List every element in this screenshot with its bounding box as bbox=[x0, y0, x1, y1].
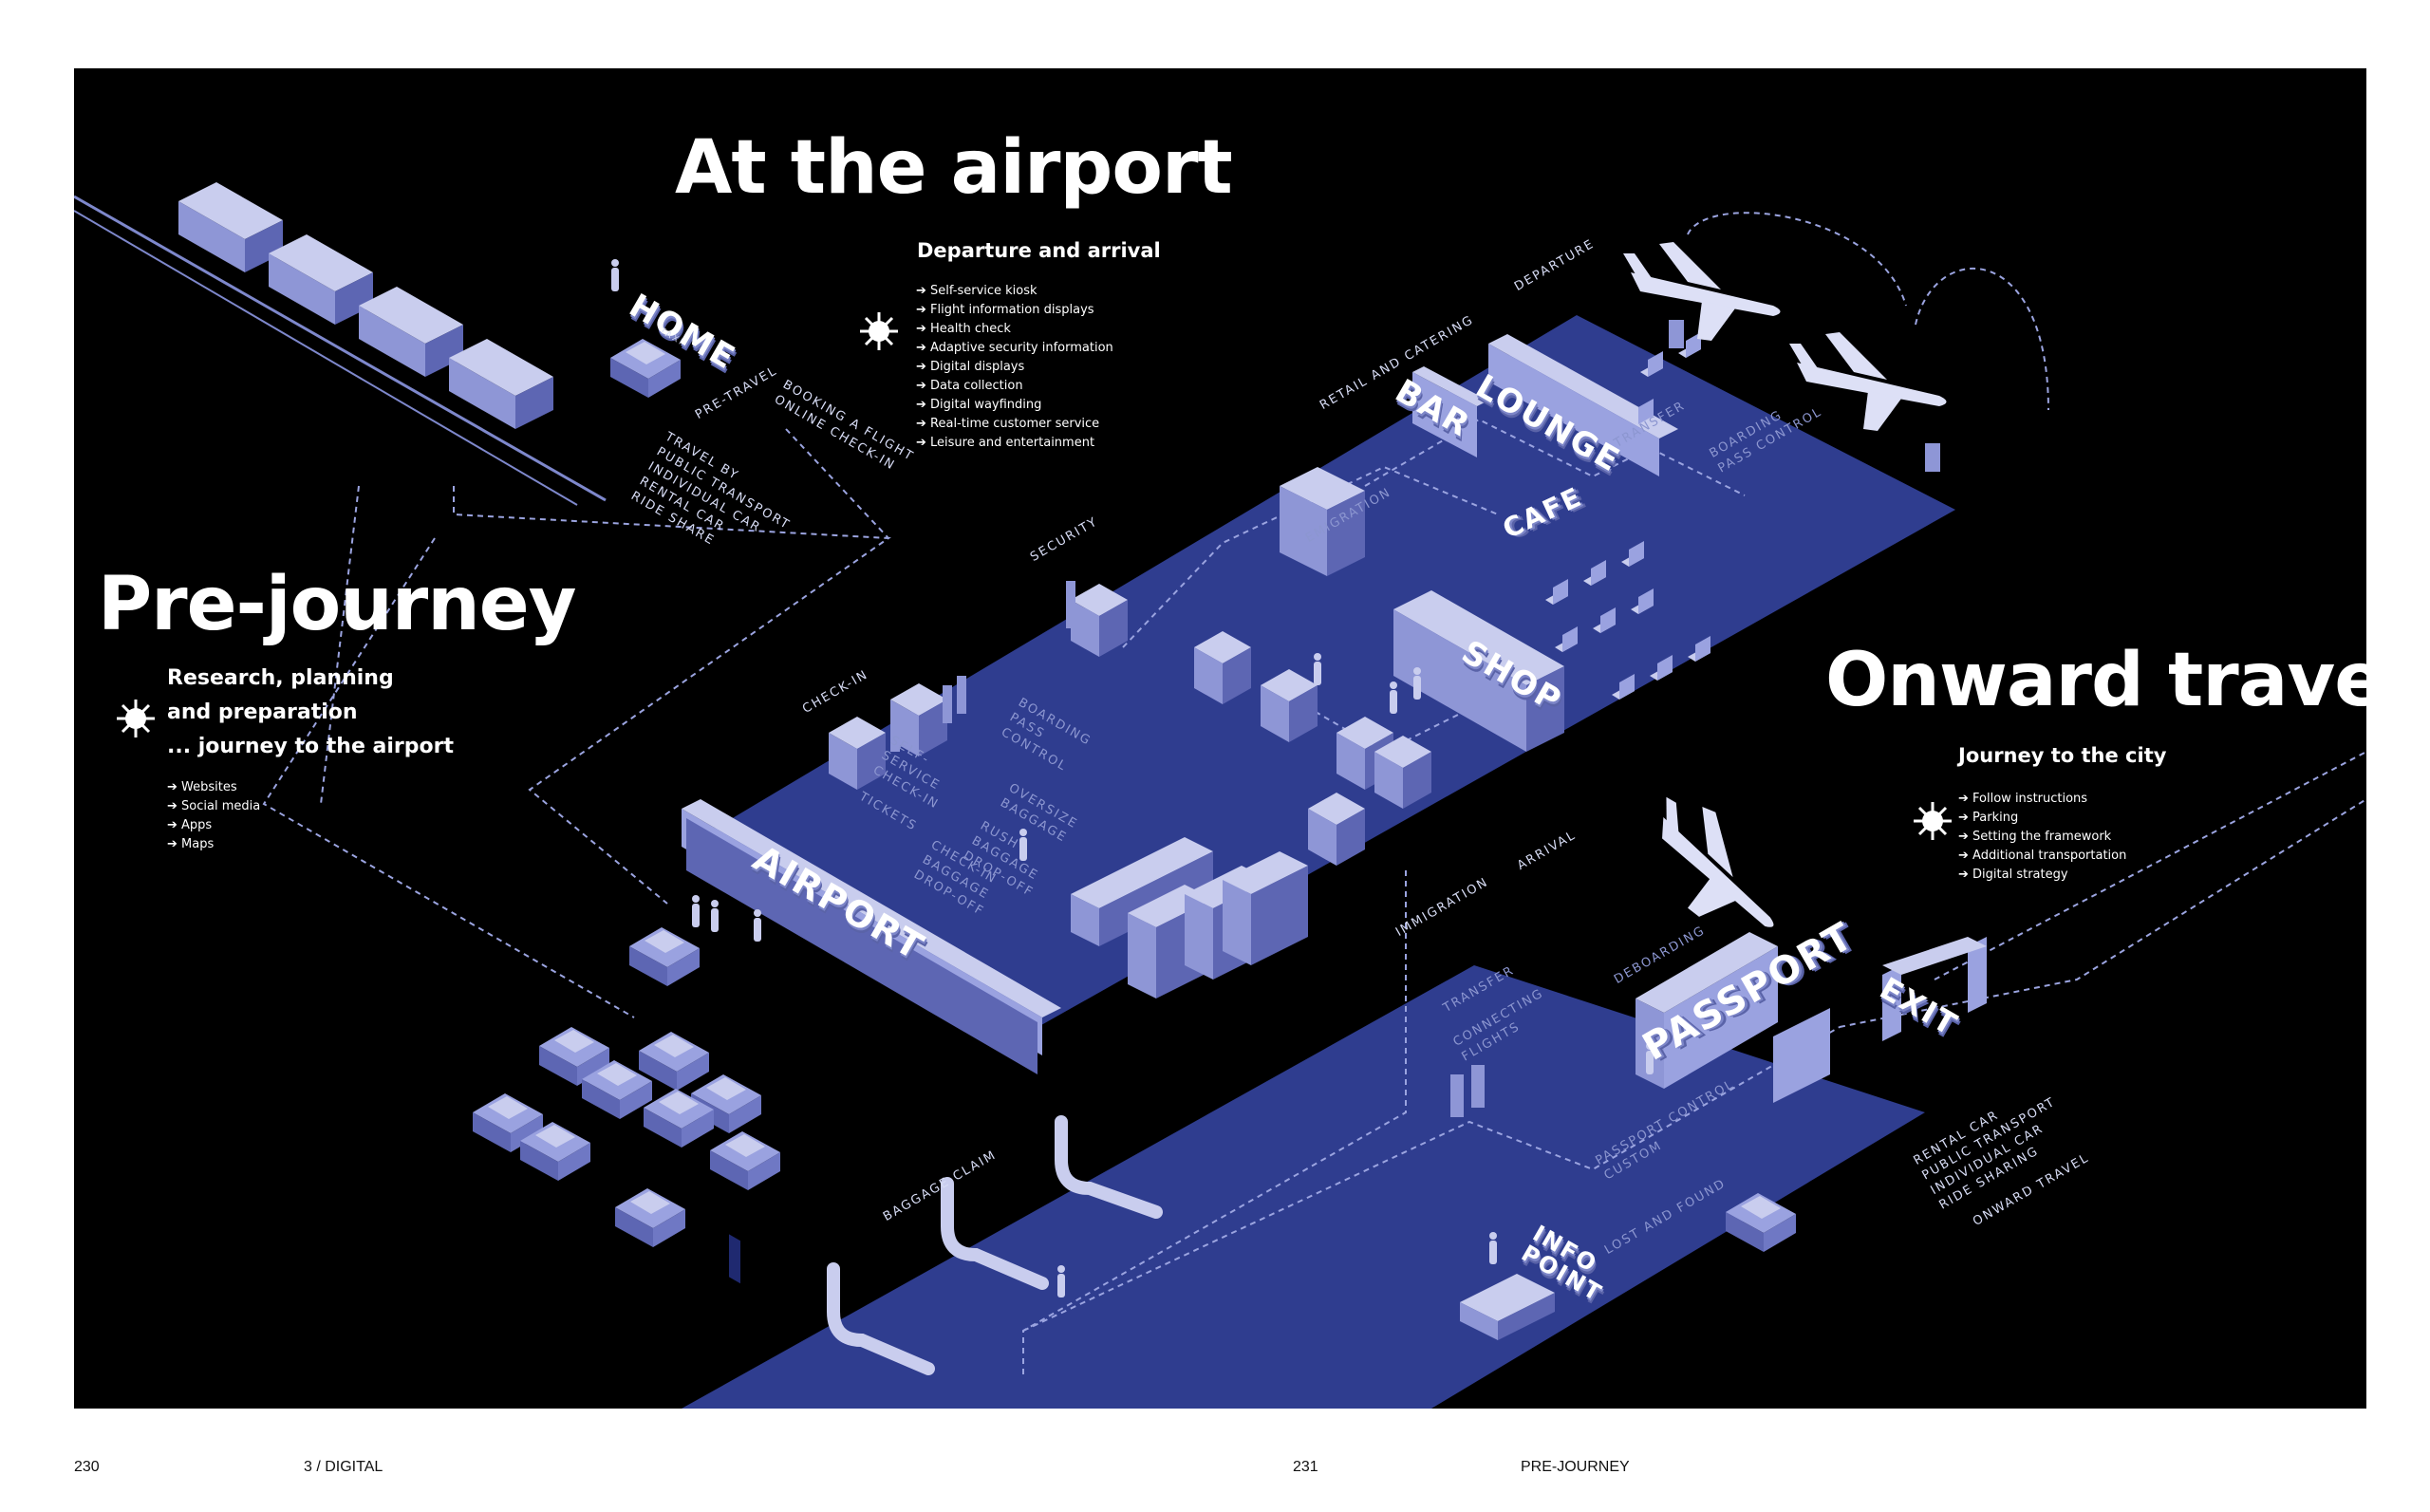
list-item: Self-service kiosk bbox=[916, 282, 1113, 301]
train bbox=[74, 182, 607, 506]
onward-travel-heading: Onward travel bbox=[1825, 638, 2366, 723]
list-item: Adaptive security information bbox=[916, 339, 1113, 358]
subtitle-line: ... journey to the airport bbox=[167, 735, 454, 758]
departure-floor bbox=[701, 315, 1955, 1046]
at-airport-subtitle: Departure and arrival bbox=[917, 239, 1161, 262]
list-item: Parking bbox=[1958, 809, 2126, 828]
list-item: Follow instructions bbox=[1958, 790, 2126, 809]
pre-journey-subtitle: Research, planning and preparation ... j… bbox=[167, 662, 454, 764]
subtitle-line: and preparation bbox=[167, 700, 358, 724]
virus-icon bbox=[860, 312, 898, 350]
illustration-panel: At the airport Pre-journey Onward travel… bbox=[74, 68, 2366, 1409]
list-item: Apps bbox=[167, 816, 260, 835]
airport-building bbox=[682, 799, 1061, 1284]
section-label-right: PRE-JOURNEY bbox=[1521, 1459, 1630, 1475]
list-item: Flight information displays bbox=[916, 301, 1113, 320]
at-airport-list: Self-service kiosk Flight information di… bbox=[916, 282, 1113, 453]
list-item: Leisure and entertainment bbox=[916, 434, 1113, 453]
onward-subtitle: Journey to the city bbox=[1958, 744, 2167, 767]
list-item: Websites bbox=[167, 778, 260, 797]
virus-icon bbox=[117, 700, 155, 737]
at-airport-heading: At the airport bbox=[675, 125, 1233, 211]
list-item: Digital wayfinding bbox=[916, 396, 1113, 415]
list-item: Real-time customer service bbox=[916, 415, 1113, 434]
list-item: Setting the framework bbox=[1958, 828, 2126, 847]
isometric-airport-illustration bbox=[74, 182, 2366, 1409]
page-number-left: 230 bbox=[74, 1459, 100, 1475]
list-item: Digital strategy bbox=[1958, 866, 2126, 885]
list-item: Social media bbox=[167, 797, 260, 816]
pre-journey-heading: Pre-journey bbox=[98, 562, 577, 647]
pre-journey-list: Websites Social media Apps Maps bbox=[167, 778, 260, 854]
list-item: Additional transportation bbox=[1958, 847, 2126, 866]
section-label-left: 3 / DIGITAL bbox=[304, 1459, 383, 1475]
list-item: Digital displays bbox=[916, 358, 1113, 377]
list-item: Maps bbox=[167, 835, 260, 854]
onward-list: Follow instructions Parking Setting the … bbox=[1958, 790, 2126, 885]
subtitle-line: Research, planning bbox=[167, 666, 394, 690]
list-item: Health check bbox=[916, 320, 1113, 339]
arrival-floor bbox=[682, 965, 1925, 1409]
virus-icon bbox=[1914, 802, 1952, 840]
baggage-carousels bbox=[827, 1115, 1163, 1375]
page-number-right: 231 bbox=[1293, 1459, 1318, 1475]
list-item: Data collection bbox=[916, 377, 1113, 396]
